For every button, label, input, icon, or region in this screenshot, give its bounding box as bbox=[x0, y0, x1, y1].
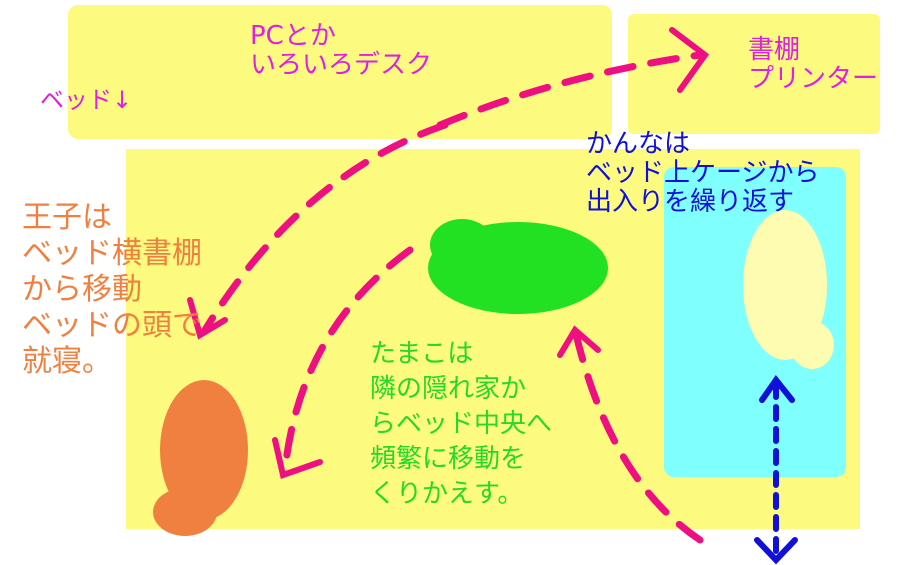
tamako-head bbox=[430, 219, 494, 271]
kanna-head bbox=[790, 321, 834, 369]
arrowhead-center-ouji bbox=[272, 437, 323, 479]
arrowhead-tamako bbox=[557, 325, 601, 358]
ouji-label-line: ベッド横書棚 bbox=[22, 236, 202, 271]
ouji-head bbox=[153, 488, 217, 536]
ouji-cat bbox=[160, 380, 248, 520]
tamako-label-line: たまこは bbox=[370, 339, 474, 369]
kanna-label-line: 出入りを繰り返す bbox=[586, 187, 795, 217]
shelf-label: 書棚 プリンター bbox=[748, 36, 878, 94]
tamako-label-line: 頻繁に移動を bbox=[370, 444, 527, 474]
desk-area bbox=[68, 5, 612, 139]
desk-label-line: いろいろデスク bbox=[250, 50, 433, 80]
shelf-label-line: 書棚 bbox=[748, 35, 801, 65]
path-desk-to-ouji bbox=[201, 121, 449, 334]
kanna-label-line: ベッド上ケージから bbox=[586, 158, 820, 188]
tamako-label-line: らベッド中央へ bbox=[370, 409, 553, 439]
ouji-label-line: から移動 bbox=[22, 272, 142, 307]
kanna-label-line: かんなは bbox=[586, 129, 691, 159]
shelf-label-line: プリンター bbox=[748, 64, 879, 94]
path-cage-to-center bbox=[571, 326, 704, 544]
tamako-label-line: くりかえす。 bbox=[370, 479, 524, 509]
arrowhead-ouji bbox=[187, 297, 228, 340]
tamako-label-line: 隣の隠れ家か bbox=[370, 374, 527, 404]
path-center-to-ouji bbox=[281, 246, 414, 474]
tamako-label: たまこは 隣の隠れ家か らベッド中央へ 頻繁に移動を くりかえす。 bbox=[370, 337, 552, 512]
kanna-label: かんなは ベッド上ケージから 出入りを繰り返す bbox=[586, 130, 819, 217]
arrowhead-shelf bbox=[669, 27, 710, 93]
bed-label: ベッド↓ bbox=[40, 86, 133, 114]
ouji-label: 王子は ベッド横書棚 から移動 ベッドの頭で 就寝。 bbox=[22, 200, 202, 380]
desk-label: PCとか いろいろデスク bbox=[250, 22, 432, 80]
arrowhead-up bbox=[759, 374, 795, 403]
ouji-label-line: 就寝。 bbox=[22, 344, 112, 379]
arrowhead-down bbox=[754, 537, 798, 565]
desk-label-line: PCとか bbox=[250, 21, 336, 51]
path-desk-to-shelf bbox=[436, 51, 704, 129]
ouji-label-line: ベッドの頭で bbox=[22, 308, 202, 343]
ouji-label-line: 王子は bbox=[22, 200, 112, 235]
shelf-area bbox=[628, 14, 880, 134]
